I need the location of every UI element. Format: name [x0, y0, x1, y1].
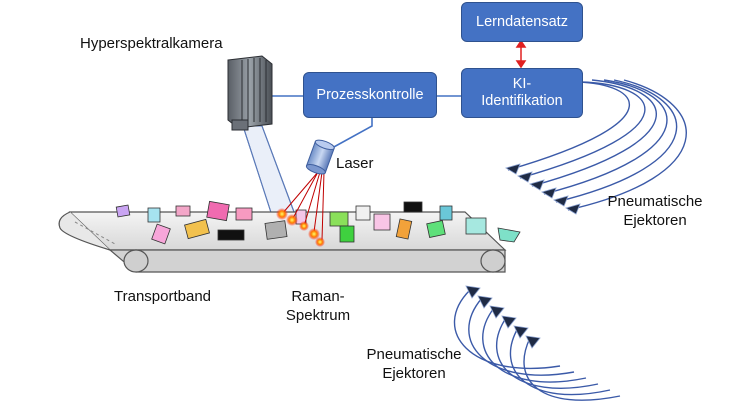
plastic-items	[115, 200, 521, 245]
air-nozzle-bottom-icons	[465, 285, 541, 349]
raman-label-line1: Raman-	[291, 288, 345, 305]
raman-label: Raman- Spektrum	[278, 287, 358, 325]
connectors	[272, 95, 461, 149]
raman-label-line2: Spektrum	[285, 307, 351, 324]
laser-hit-sparks	[276, 208, 325, 247]
hyperspectral-camera-icon	[227, 55, 273, 131]
ejectors-right	[507, 79, 687, 211]
laser-label: Laser	[336, 155, 374, 172]
ai-identification-line2: Identifikation	[481, 93, 563, 109]
ejectors-bottom	[453, 289, 621, 401]
belt-roller-left	[123, 249, 149, 273]
process-control-label: Prozesskontrolle	[316, 86, 424, 103]
air-nozzle-icon	[505, 163, 581, 215]
camera-label: Hyperspektralkamera	[80, 35, 223, 52]
ejectors-right-label: Pneumatische Ejektoren	[600, 192, 710, 230]
ejectors-right-line2: Ejektoren	[623, 212, 687, 229]
ai-identification-box: KI- Identifikation	[461, 68, 583, 118]
laser-beams	[281, 171, 325, 241]
connector-process-to-laser	[331, 118, 373, 149]
ejectors-bottom-label: Pneumatische Ejektoren	[354, 345, 474, 383]
process-control-box: Prozesskontrolle	[303, 72, 437, 118]
laser-cylinder-icon	[305, 139, 335, 175]
belt-roller-right	[480, 249, 506, 273]
training-data-label: Lerndatensatz	[476, 13, 568, 30]
ejectors-bottom-line2: Ejektoren	[382, 365, 446, 382]
conveyor-label: Transportband	[114, 288, 212, 305]
ejectors-bottom-line1: Pneumatische	[366, 346, 462, 363]
ejectors-right-line1: Pneumatische	[607, 193, 703, 210]
ai-identification-line1: KI-	[512, 76, 532, 92]
bidirectional-arrow-icon	[515, 39, 527, 69]
training-data-box: Lerndatensatz	[461, 2, 583, 42]
